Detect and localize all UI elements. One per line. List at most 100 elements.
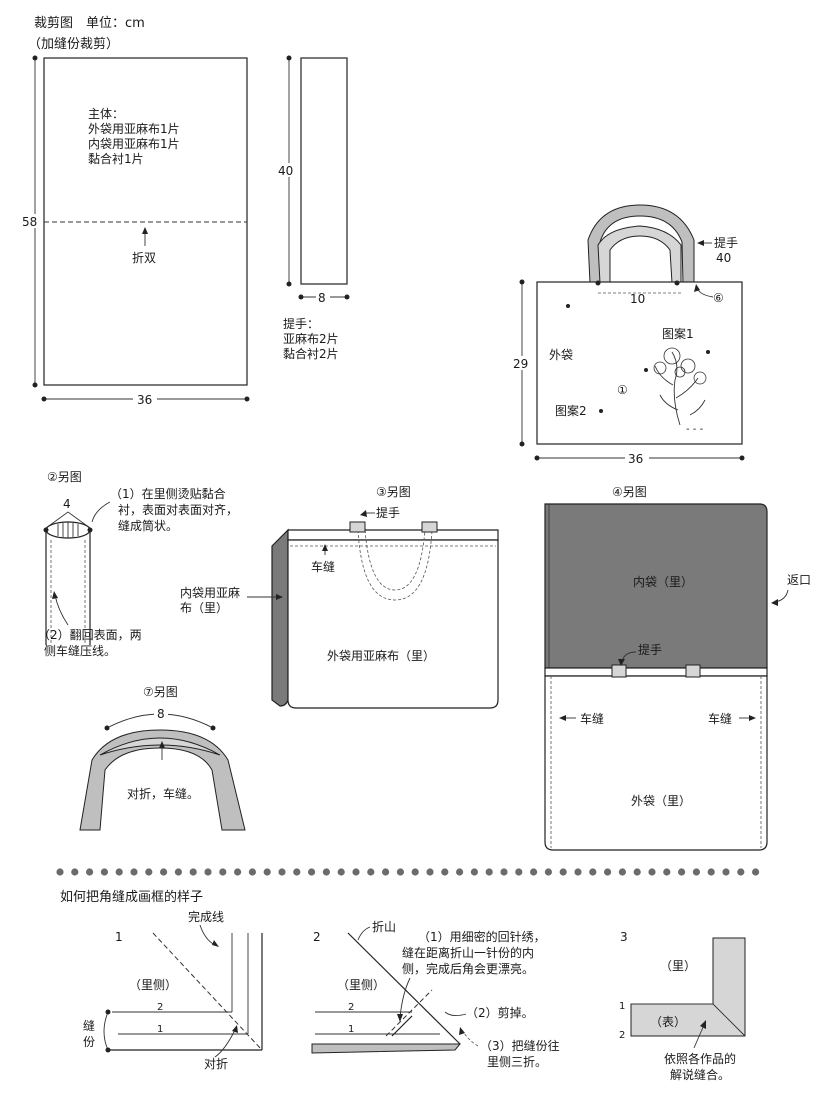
arrow-icon bbox=[142, 227, 148, 234]
arrow-icon bbox=[771, 599, 778, 606]
step4-return: 返口 bbox=[787, 573, 811, 587]
handle-gap: 10 bbox=[630, 292, 645, 306]
separator-dot bbox=[530, 868, 538, 876]
s2-note1-a: （1）用细密的回针绣， bbox=[418, 929, 546, 944]
separator-dot bbox=[293, 868, 301, 876]
body-label-3: 内袋用亚麻布1片 bbox=[88, 136, 180, 151]
separator-dot bbox=[426, 868, 434, 876]
fold-label: 折双 bbox=[132, 250, 156, 265]
handle-height: 40 bbox=[278, 164, 293, 178]
separator-dot bbox=[618, 868, 627, 876]
arrow-icon bbox=[618, 659, 625, 666]
s2-note2: （2）剪掉。 bbox=[466, 1005, 534, 1020]
separator-dot bbox=[174, 868, 182, 876]
corner-step2: 2 2 1 折山 （里侧） （1）用细密的回针绣， 缝在距离折山一针份的内 侧，… bbox=[311, 919, 560, 1069]
step4-title: ④另图 bbox=[612, 485, 647, 499]
arrow-icon bbox=[397, 1014, 403, 1022]
separator-dot bbox=[441, 868, 449, 876]
finished-bag: 10 提手 40 ⑥ - - - 图案1 外袋 ① 图案 bbox=[511, 204, 745, 466]
finished-height: 29 bbox=[513, 357, 528, 371]
separator-dot bbox=[263, 868, 271, 876]
step4-handle: 提手 bbox=[638, 642, 662, 657]
separator-dot bbox=[56, 868, 64, 876]
corner-fold-mtn: 折山 bbox=[372, 919, 396, 934]
separator-dot bbox=[234, 868, 242, 876]
body-cutting-piece: 主体： 外袋用亚麻布1片 内袋用亚麻布1片 黏合衬1片 折双 bbox=[43, 57, 248, 386]
corner-seam-b: 份 bbox=[83, 1035, 95, 1049]
step1-marker: ① bbox=[617, 383, 628, 397]
step2-note1-c: 缝成筒状。 bbox=[118, 518, 178, 533]
separator-dot bbox=[604, 868, 612, 876]
separator-dot bbox=[470, 868, 478, 876]
separator-dot bbox=[160, 868, 168, 876]
separator-dot bbox=[204, 868, 212, 876]
separator-dot bbox=[678, 868, 686, 876]
step3-outer: 外袋用亚麻布（里） bbox=[327, 648, 435, 663]
arrow-icon bbox=[276, 594, 283, 600]
handle-width: 8 bbox=[318, 291, 326, 305]
separator-dot bbox=[722, 868, 730, 876]
corner3-line1: 1 bbox=[619, 1001, 625, 1012]
corner-heading: 如何把角缝成画框的样子 bbox=[60, 889, 203, 905]
separator-dot bbox=[692, 868, 701, 876]
arrow-icon bbox=[52, 591, 58, 599]
step2-title: ②另图 bbox=[47, 470, 82, 484]
arrow-icon bbox=[697, 240, 704, 246]
corner-fold-half: 对折 bbox=[204, 1056, 228, 1071]
arrow-icon bbox=[749, 715, 756, 721]
body-width-dimension: 36 bbox=[41, 392, 250, 407]
corner-seam-a: 缝 bbox=[83, 1018, 95, 1033]
body-label-2: 外袋用亚麻布1片 bbox=[88, 121, 180, 136]
separator-dot bbox=[130, 868, 138, 876]
finished-handle-label: 提手 bbox=[714, 235, 738, 250]
step3-diagram: ③另图 提手 车缝 内袋用亚麻 布（里） 外袋用亚麻布（里） bbox=[180, 485, 499, 709]
step2-dim: 4 bbox=[63, 497, 71, 511]
separator-dot bbox=[648, 868, 656, 876]
handle-label-2: 亚麻布2片 bbox=[283, 331, 339, 346]
corner-n2: 2 bbox=[313, 930, 321, 944]
step2-note2-a: （2）翻回表面，两 bbox=[38, 628, 142, 642]
corner-n1: 1 bbox=[115, 930, 123, 944]
separator-dot bbox=[367, 868, 375, 876]
outer-label: 外袋 bbox=[549, 348, 573, 362]
separator-dot bbox=[86, 868, 94, 876]
separator-dot bbox=[515, 868, 523, 876]
separator-dot bbox=[737, 868, 745, 876]
separator-dot bbox=[707, 868, 715, 876]
step3-inner-b: 布（里） bbox=[180, 601, 228, 615]
corner-step3: 3 1 2 （里） （表） 依照各作品的 解说缝合。 bbox=[619, 930, 746, 1082]
pattern1-label: 图案1 bbox=[662, 326, 694, 341]
handle-label-3: 黏合衬2片 bbox=[283, 346, 339, 361]
step7-diagram: ⑦另图 8 对折，车缝。 bbox=[79, 685, 246, 831]
step3-inner-a: 内袋用亚麻 bbox=[180, 585, 240, 600]
finished-width: 36 bbox=[628, 452, 643, 466]
separator-dot bbox=[352, 868, 360, 876]
arrow-icon bbox=[559, 715, 566, 721]
separator-dot bbox=[396, 868, 404, 876]
s2-note3-a: （3）把缝份往 bbox=[480, 1038, 560, 1053]
separator-dot bbox=[544, 868, 553, 876]
separator-dot bbox=[574, 868, 582, 876]
step2-note1-a: （1）在里侧烫贴黏合 bbox=[110, 486, 226, 501]
s2-note1-c: 侧，完成后角会更漂亮。 bbox=[402, 961, 534, 976]
separator-dot bbox=[500, 868, 508, 876]
separator-dot bbox=[219, 868, 227, 876]
step7-title: ⑦另图 bbox=[143, 685, 178, 699]
finished-handle-len: 40 bbox=[716, 251, 731, 265]
flower-illustration: - - - bbox=[566, 304, 710, 435]
step2-note1-b: 衬，表面对表面对齐， bbox=[118, 502, 238, 517]
step4-stitch-left: 车缝 bbox=[580, 711, 604, 726]
corner-front-side: （表） bbox=[650, 1015, 686, 1029]
step4-outer: 外袋（里） bbox=[631, 794, 691, 808]
body-width: 36 bbox=[137, 393, 152, 407]
corner-finish-line: 完成线 bbox=[188, 909, 224, 924]
separator-dot bbox=[248, 868, 256, 876]
step3-title: ③另图 bbox=[376, 485, 411, 499]
step7-dim: 8 bbox=[157, 707, 165, 721]
separator-dot bbox=[633, 868, 641, 876]
separator-dot bbox=[145, 868, 153, 876]
subtitle: （加缝份裁剪） bbox=[28, 36, 119, 52]
pattern2-label: 图案2 bbox=[555, 403, 587, 418]
step2-note2-b: 侧车缝压线。 bbox=[44, 643, 116, 658]
